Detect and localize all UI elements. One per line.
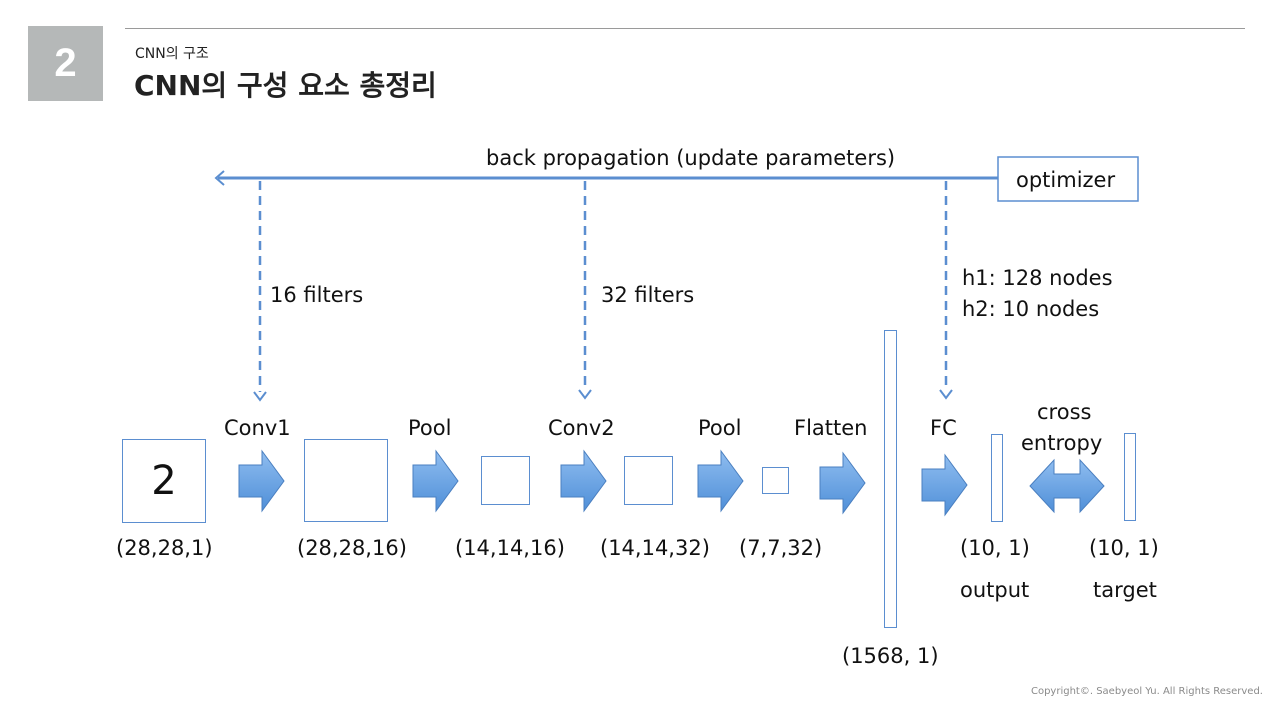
loss-label-line1: cross — [1037, 400, 1092, 424]
shape-flatten-out: (1568, 1) — [842, 644, 939, 668]
shape-conv1-out: (28,28,16) — [297, 536, 407, 560]
shape-target: (10, 1) — [1089, 536, 1159, 560]
backprop-arrow-head — [214, 170, 225, 186]
output-vector — [991, 434, 1003, 522]
pool2-feature-map — [762, 467, 789, 494]
block-arrow-conv2 — [560, 449, 607, 513]
flatten-vector — [884, 330, 897, 628]
page-title: CNN의 구성 요소 총정리 — [134, 69, 437, 102]
backprop-label: back propagation (update parameters) — [486, 146, 896, 170]
dashed-arrow-head-conv1 — [253, 391, 267, 402]
shape-pool1-out: (14,14,16) — [455, 536, 565, 560]
filters-label-2: 32 filters — [601, 283, 695, 307]
copyright-notice: Copyright©. Saebyeol Yu. All Rights Rese… — [1030, 686, 1263, 697]
block-arrow-conv1 — [238, 449, 285, 513]
page-subtitle: CNN의 구조 — [135, 46, 209, 62]
section-number-badge: 2 — [28, 26, 103, 101]
optimizer-box — [997, 156, 1139, 202]
block-arrow-pool2 — [697, 449, 744, 513]
shape-conv2-out: (14,14,32) — [600, 536, 710, 560]
shape-input: (28,28,1) — [116, 536, 213, 560]
dashed-arrow-head-fc — [939, 389, 953, 400]
block-arrow-flatten — [819, 451, 866, 515]
filters-label-1: 16 filters — [270, 283, 364, 307]
conv2-feature-map — [624, 456, 673, 505]
target-vector — [1124, 433, 1136, 521]
section-number: 2 — [54, 41, 77, 85]
double-arrow-cross-entropy — [1029, 458, 1105, 514]
optimizer-label: optimizer — [1016, 168, 1116, 192]
block-arrow-fc — [921, 453, 968, 517]
stage-label-fc: FC — [930, 416, 957, 440]
fc-nodes-label-2: h2: 10 nodes — [962, 297, 1100, 321]
stage-label-pool1: Pool — [408, 416, 452, 440]
pool1-feature-map — [481, 456, 530, 505]
stage-label-conv1: Conv1 — [224, 416, 291, 440]
block-arrow-pool1 — [412, 449, 459, 513]
header-divider — [125, 28, 1245, 29]
dashed-arrow-head-conv2 — [578, 389, 592, 400]
stage-label-flatten: Flatten — [794, 416, 868, 440]
input-image-box: 2 — [122, 439, 206, 523]
shape-pool2-out: (7,7,32) — [739, 536, 823, 560]
stage-label-pool2: Pool — [698, 416, 742, 440]
output-label: output — [960, 578, 1030, 602]
input-digit: 2 — [151, 458, 177, 504]
stage-label-conv2: Conv2 — [548, 416, 615, 440]
target-label: target — [1093, 578, 1157, 602]
fc-nodes-label-1: h1: 128 nodes — [962, 266, 1113, 290]
shape-output: (10, 1) — [960, 536, 1030, 560]
loss-label-line2: entropy — [1021, 431, 1103, 455]
conv1-feature-map — [304, 439, 388, 522]
